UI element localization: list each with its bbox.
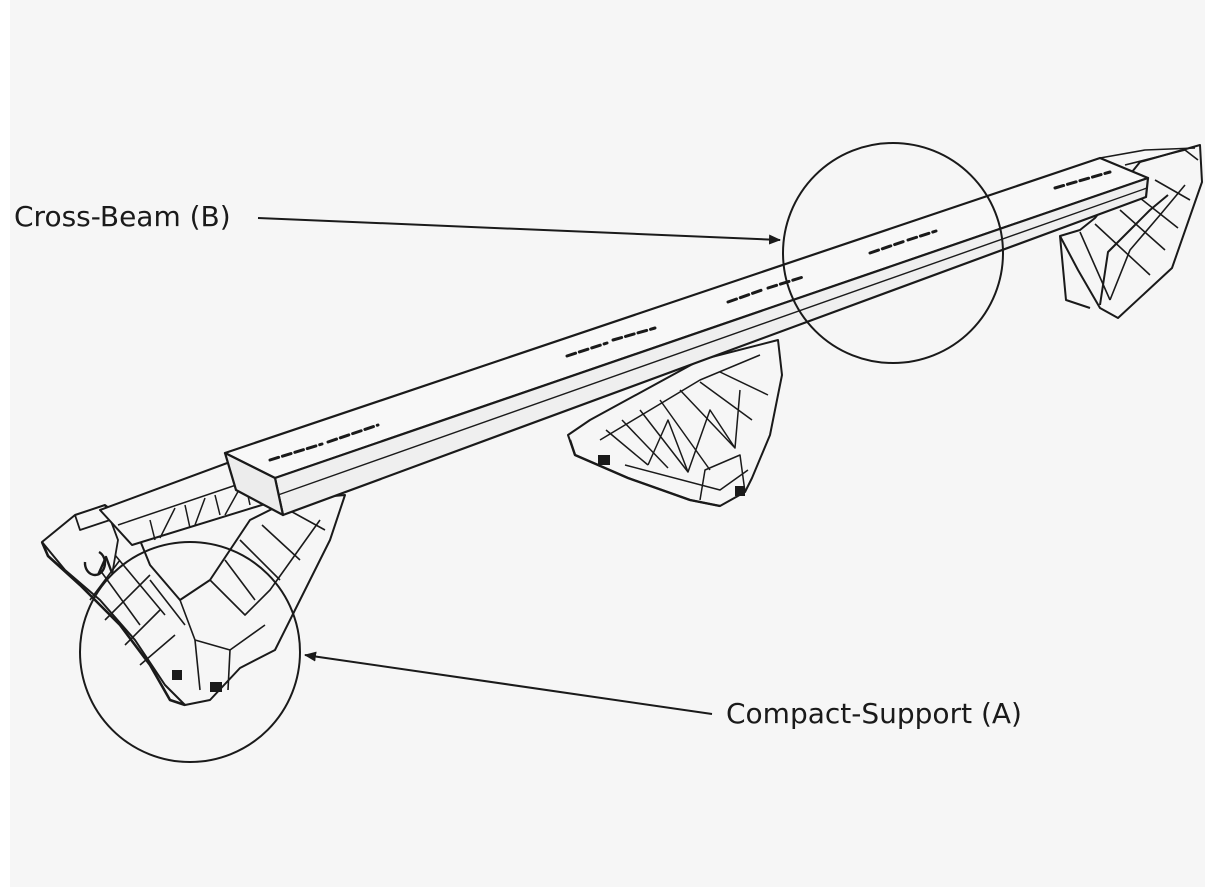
- leader-arrow-b: [257, 217, 781, 245]
- support-left: [40, 494, 346, 707]
- cross-beam-label: Cross-Beam (B): [14, 200, 231, 233]
- support-right: [1059, 144, 1203, 319]
- compact-support-label: Compact-Support (A): [726, 697, 1022, 730]
- box-cross-beam: [223, 147, 1196, 517]
- leader-arrow-a: [304, 651, 713, 715]
- highlight-circle-a: [79, 541, 301, 763]
- highlight-circle-b: [782, 142, 1004, 364]
- support-middle: [567, 339, 783, 508]
